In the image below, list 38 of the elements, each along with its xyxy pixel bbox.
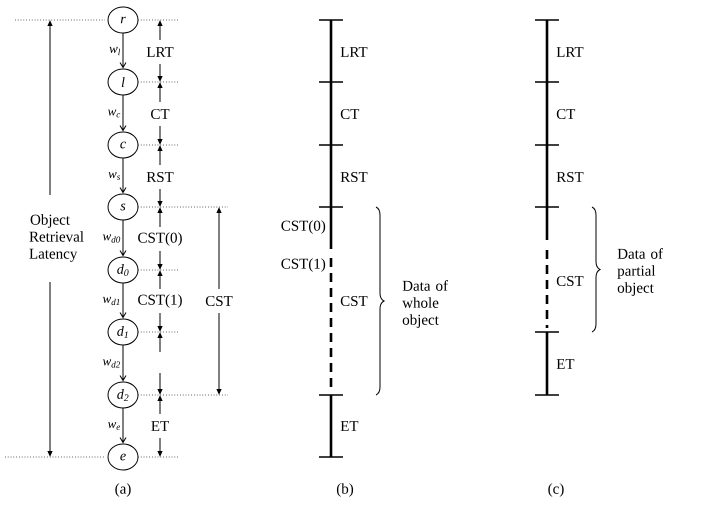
- dimension-label: CT: [151, 108, 170, 120]
- dimension-label: Object Retrieval Latency: [29, 214, 84, 262]
- arrow: [120, 33, 126, 68]
- arrow: [120, 158, 126, 194]
- arrow: [120, 220, 126, 256]
- segment-label: RST: [340, 172, 368, 182]
- dimension-label: CST: [206, 296, 232, 306]
- dimension-label: RST: [146, 172, 174, 182]
- dimension-label: ET: [151, 421, 169, 431]
- edge-label: w$_{e}$: [108, 422, 120, 430]
- panel-caption: (c): [548, 483, 564, 497]
- panel-caption: (b): [336, 483, 354, 497]
- edge-label: w$_{d2}$: [102, 359, 120, 368]
- arrow: [120, 345, 126, 382]
- arrow: [120, 95, 126, 132]
- segment-label: CST: [340, 296, 368, 306]
- brace-label: Data of partial object: [617, 248, 663, 296]
- segment-label: ET: [556, 359, 574, 369]
- arrow: [120, 408, 126, 444]
- segment-label: CST: [556, 276, 584, 286]
- edge-label: w$_{d1}$: [102, 296, 120, 306]
- segment-label: ET: [340, 421, 358, 431]
- arrow: [120, 283, 126, 318]
- edge-label: w$_{d0}$: [102, 234, 120, 243]
- edge-label: w$_{c}$: [108, 110, 120, 118]
- segment-label: CST(1): [281, 258, 326, 272]
- segment-label: CST(0): [281, 220, 326, 234]
- dimension-label: CST(1): [138, 294, 182, 308]
- brace-label: Data of whole object: [402, 280, 448, 328]
- segment-label: LRT: [340, 47, 368, 57]
- dimension-label: LRT: [146, 47, 174, 57]
- dimension-label: CST(0): [138, 232, 182, 246]
- segment-label: LRT: [556, 47, 584, 57]
- edge-label: w$_{s}$: [108, 172, 120, 180]
- segment-label: RST: [556, 172, 584, 182]
- edge-label: w$_{l}$: [109, 46, 120, 56]
- segment-label: CT: [556, 108, 576, 120]
- segment-label: CT: [340, 108, 360, 120]
